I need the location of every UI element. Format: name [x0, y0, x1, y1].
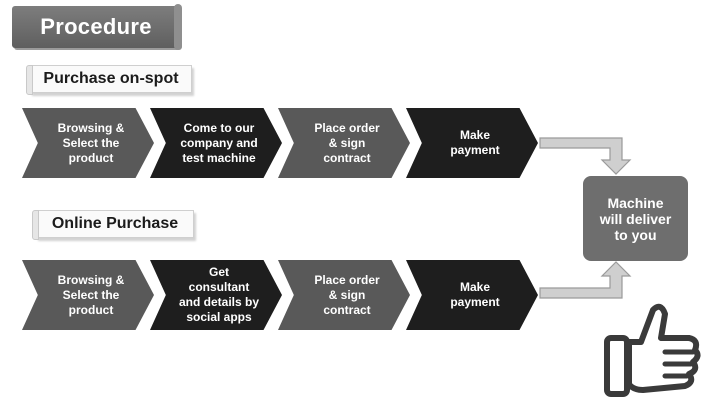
step-2-2: Get consultant and details by social app… — [150, 260, 282, 330]
step-2-1: Browsing & Select the product — [22, 260, 154, 330]
deliver-box: Machine will deliver to you — [583, 176, 688, 261]
step-1-3: Place order & sign contract — [278, 108, 410, 178]
deliver-label: Machine will deliver to you — [599, 194, 672, 243]
step-label: Come to our company and test machine — [180, 120, 258, 165]
title-banner: Procedure — [12, 4, 182, 50]
step-label: Make payment — [450, 280, 500, 309]
step-label: Get consultant and details by social app… — [178, 265, 260, 324]
step-1-2: Come to our company and test machine — [150, 108, 282, 178]
step-label: Browsing & Select the product — [57, 272, 125, 317]
page-title: Procedure — [40, 14, 152, 39]
step-label: Make payment — [450, 128, 500, 157]
arrow-down-to-deliver — [539, 137, 632, 175]
step-label: Place order & sign contract — [314, 120, 380, 165]
section-label-purchase-on-spot: Purchase on-spot — [26, 65, 192, 95]
banner-curl — [174, 4, 182, 50]
step-2-4: Make payment — [406, 260, 538, 330]
thumbs-up-icon — [604, 303, 701, 397]
step-1-1: Browsing & Select the product — [22, 108, 154, 178]
section-label-online-purchase: Online Purchase — [32, 210, 194, 240]
arrow-up-to-deliver — [539, 261, 632, 299]
step-2-3: Place order & sign contract — [278, 260, 410, 330]
step-label: Browsing & Select the product — [57, 120, 125, 165]
step-1-4: Make payment — [406, 108, 538, 178]
step-label: Place order & sign contract — [314, 272, 380, 317]
